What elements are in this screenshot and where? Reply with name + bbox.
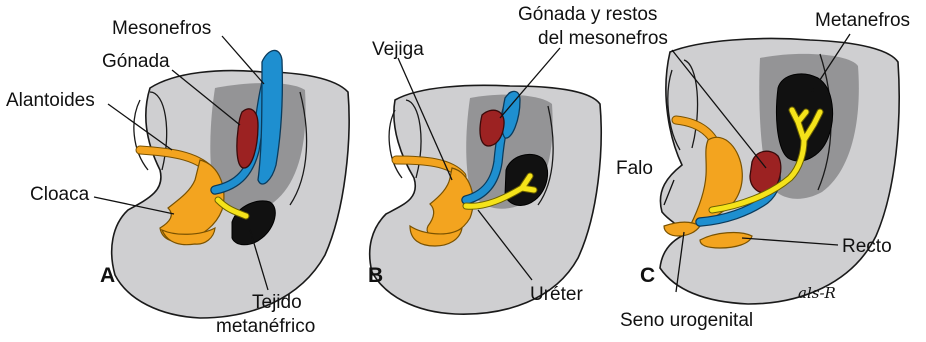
artist-signature: als-R — [798, 284, 836, 302]
label-cloaca: Cloaca — [30, 184, 90, 205]
panel-a: Mesonefros Gónada Alantoides Cloaca Teji… — [6, 18, 349, 337]
label-alantoides: Alantoides — [6, 90, 95, 111]
panel-c: Metanefros Falo Recto Seno urogenital C … — [616, 10, 910, 331]
label-vejiga: Vejiga — [372, 39, 424, 60]
label-ureter: Uréter — [530, 284, 583, 305]
label-seno: Seno urogenital — [620, 310, 753, 331]
panel-letter-c: C — [640, 264, 655, 287]
label-tejido-line1: Tejido — [252, 292, 302, 313]
label-gonada-line1: Gónada y restos — [518, 4, 657, 25]
label-mesonefros: Mesonefros — [112, 18, 211, 39]
panel-letter-b: B — [368, 264, 383, 287]
label-recto: Recto — [842, 236, 892, 257]
label-metanefros: Metanefros — [815, 10, 910, 31]
label-falo: Falo — [616, 158, 653, 179]
panel-letter-a: A — [100, 264, 115, 287]
label-tejido-line2: metanéfrico — [216, 316, 315, 337]
label-gonada-line2: del mesonefros — [538, 28, 668, 49]
label-gonada: Gónada — [102, 51, 170, 72]
